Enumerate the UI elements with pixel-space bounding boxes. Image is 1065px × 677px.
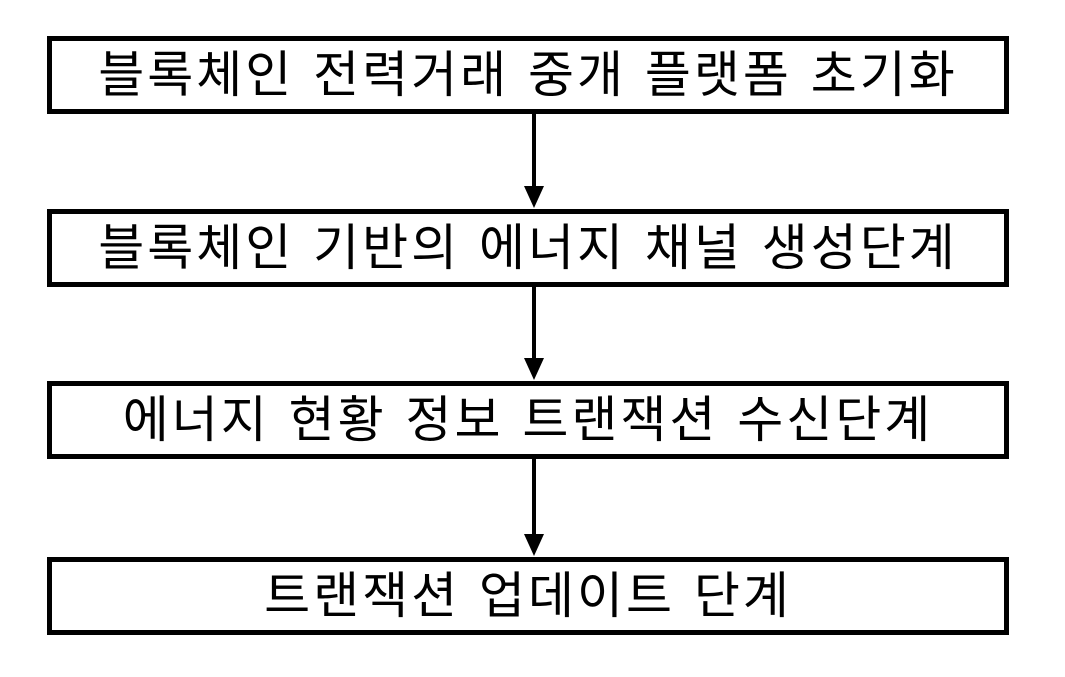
arrow-step3-to-step4 xyxy=(524,459,544,556)
arrow-step2-to-step3 xyxy=(524,287,544,380)
arrow-step1-to-step2 xyxy=(524,114,544,208)
